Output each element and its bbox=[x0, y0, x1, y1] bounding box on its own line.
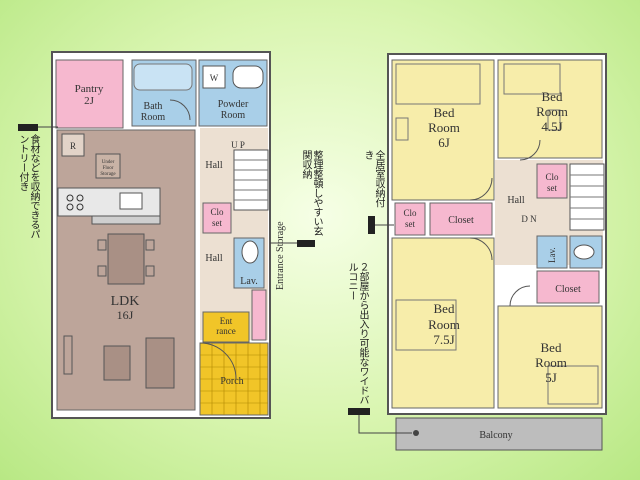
bedroom-75j bbox=[391, 237, 495, 409]
pantry-callout-marker bbox=[18, 124, 38, 131]
lav-floor2-label: Lav. bbox=[547, 247, 557, 263]
closet-floor1-label: Clo bbox=[210, 207, 224, 217]
underfloor-label-3: Storage bbox=[100, 172, 116, 177]
bath-label-2: Room bbox=[141, 112, 166, 123]
closet-right bbox=[536, 270, 600, 304]
bed45-label: Bed bbox=[542, 89, 563, 104]
porch-label: Porch bbox=[220, 376, 243, 387]
bed6-label: Bed bbox=[434, 105, 455, 120]
dn-label: D N bbox=[521, 214, 537, 224]
floor-2: Bed Room 6J Bed Room 4.5J Bed Room 7.5J … bbox=[387, 53, 607, 451]
sink-counter bbox=[232, 65, 264, 89]
washer bbox=[202, 65, 226, 89]
closet-left-label-2: set bbox=[405, 219, 415, 229]
storage-note: 全居室収納付き bbox=[362, 150, 384, 207]
bed45-label-2: Room bbox=[536, 104, 568, 119]
bed5-size: 5J bbox=[545, 370, 557, 385]
entrance-callout-marker bbox=[297, 240, 315, 247]
pantry-note: 食材などを収納できるパントリー付き bbox=[17, 134, 39, 239]
bed45-size: 4.5J bbox=[541, 119, 562, 134]
balcony bbox=[395, 417, 603, 451]
closet-left bbox=[394, 202, 426, 236]
closet-small-label-2: set bbox=[547, 183, 557, 193]
powder-label-2: Room bbox=[221, 110, 246, 121]
closet-floor1 bbox=[202, 202, 232, 234]
bedroom-6j bbox=[391, 59, 495, 201]
balcony-note: ２部屋から出入り可能なワイドバルコニー bbox=[346, 262, 368, 405]
ldk-label: LDK bbox=[111, 294, 140, 309]
pantry-label: Pantry bbox=[75, 83, 104, 95]
bedroom-45j bbox=[497, 59, 603, 159]
bed5-label-2: Room bbox=[535, 355, 567, 370]
closet-mid-label: Closet bbox=[448, 215, 474, 226]
fridge bbox=[61, 133, 85, 157]
bed75-label-2: Room bbox=[428, 317, 460, 332]
bedroom-5j bbox=[497, 305, 603, 409]
entrance-label-2: rance bbox=[216, 326, 235, 336]
entrance-note: 整理整頓しやすい玄関収納 bbox=[300, 150, 322, 236]
closet-right-label: Closet bbox=[555, 284, 581, 295]
bed75-label: Bed bbox=[434, 301, 455, 316]
entrance-storage-label: Entrance Storage bbox=[275, 221, 286, 290]
bath-label: Bath bbox=[144, 101, 163, 112]
kitchen-island bbox=[91, 215, 161, 225]
up-label: U P bbox=[231, 140, 245, 150]
closet-left-label: Clo bbox=[403, 208, 417, 218]
kitchen-counter bbox=[57, 187, 161, 217]
entrance-storage bbox=[251, 289, 267, 341]
floor-heater bbox=[63, 335, 73, 375]
bed6-label-2: Room bbox=[428, 120, 460, 135]
washer-label: W bbox=[210, 73, 219, 83]
coffee-table bbox=[103, 345, 131, 381]
underfloor-storage bbox=[95, 153, 121, 179]
hall-lower-label: Hall bbox=[205, 253, 222, 264]
ldk-size: 16J bbox=[117, 308, 134, 322]
closet-small bbox=[536, 163, 568, 199]
closet-mid bbox=[429, 202, 493, 236]
pantry-size: 2J bbox=[84, 95, 95, 107]
balcony-callout-marker bbox=[348, 408, 370, 415]
entrance bbox=[202, 311, 250, 343]
underfloor-label: Under bbox=[102, 160, 115, 165]
bed5-label: Bed bbox=[541, 340, 562, 355]
entrance-label: Ent bbox=[220, 316, 233, 326]
bed75-size: 7.5J bbox=[433, 332, 454, 347]
dining-table bbox=[107, 233, 145, 285]
balcony-label: Balcony bbox=[479, 430, 512, 441]
powder-label: Powder bbox=[218, 99, 249, 110]
storage-callout-marker bbox=[368, 216, 375, 234]
underfloor-label-2: Floor bbox=[103, 166, 114, 171]
lav-floor2 bbox=[536, 235, 568, 269]
pantry-room bbox=[55, 59, 124, 129]
closet-small-label: Clo bbox=[545, 172, 559, 182]
bathtub bbox=[133, 63, 193, 91]
bed6-size: 6J bbox=[438, 135, 450, 150]
floor-1: Pantry 2J Bath Room Powder Room W R Unde… bbox=[51, 51, 286, 419]
sofa bbox=[145, 337, 175, 389]
lav-floor1-label: Lav. bbox=[240, 276, 257, 287]
floor2-hall-label: Hall bbox=[507, 195, 524, 206]
closet-floor1-label-2: set bbox=[212, 218, 222, 228]
hall-upper-label: Hall bbox=[205, 160, 222, 171]
fridge-label: R bbox=[70, 141, 76, 151]
